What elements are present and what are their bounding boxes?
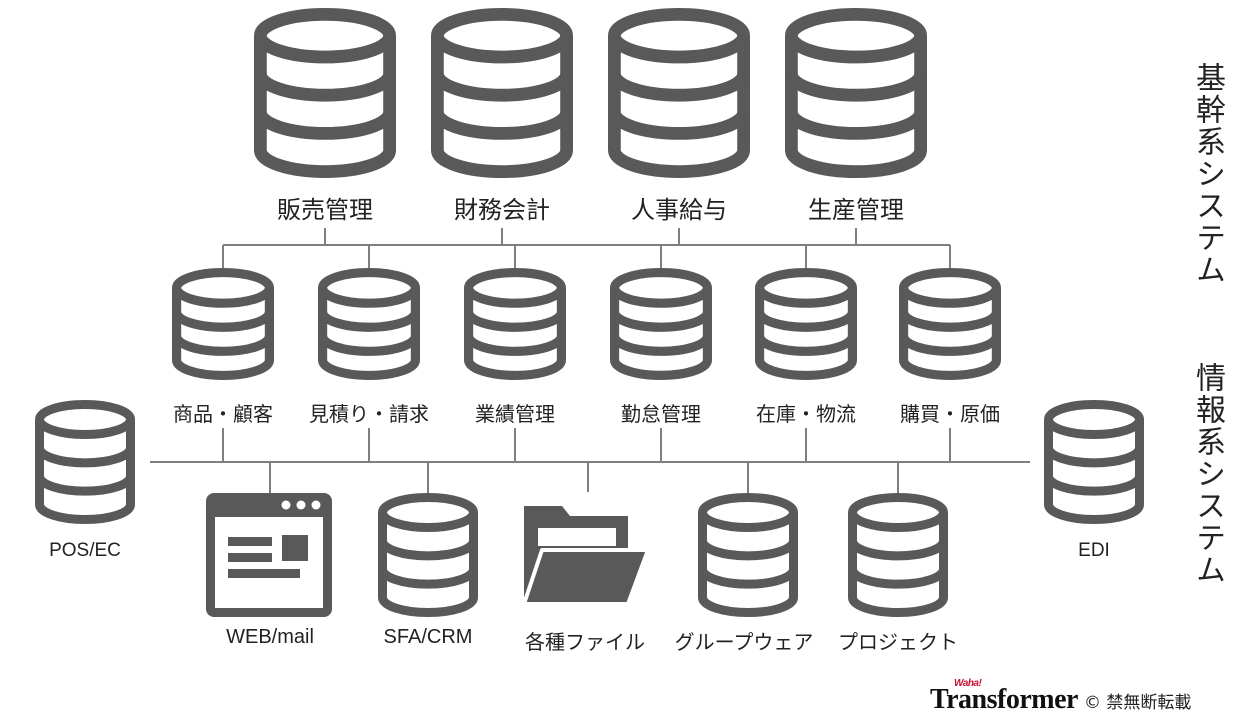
brand-logo-text: Transformer (930, 684, 1078, 715)
icon-layer (35, 7, 1144, 617)
database-icon (848, 493, 948, 617)
brand-logo: Waha! Transformer (930, 678, 1078, 716)
info-label-project: プロジェクト (838, 630, 958, 654)
connector-lines (150, 228, 1030, 495)
core-label-finance: 財務会計 (454, 196, 550, 224)
database-icon (1044, 400, 1144, 524)
database-icon (317, 268, 420, 380)
info-label-web-mail: WEB/mail (226, 626, 314, 648)
info-label-sfa-crm: SFA/CRM (383, 626, 473, 648)
core-label-production: 生産管理 (808, 196, 904, 224)
copyright-notice: © 禁無断転載 (1083, 693, 1192, 713)
core-label-hr-payroll: 人事給与 (631, 196, 727, 224)
info-label-files: 各種ファイル (525, 630, 645, 654)
database-icon (698, 493, 798, 617)
brand-logo-waha: Waha! (954, 678, 982, 689)
database-icon (785, 7, 928, 178)
mid-label-performance: 業績管理 (475, 402, 555, 426)
database-icon (755, 268, 858, 380)
mid-label-attendance: 勤怠管理 (621, 402, 701, 426)
mid-label-purchase-cost: 購買・原価 (900, 402, 1000, 426)
database-icon (378, 493, 478, 617)
side-title-info-systems: 情報系システム (1190, 362, 1225, 586)
info-label-groupware: グループウェア (674, 630, 814, 654)
external-label-pos-ec: POS/EC (49, 540, 121, 561)
side-title-core-systems: 基幹系システム (1190, 62, 1225, 286)
database-icon (899, 268, 1002, 380)
core-label-sales: 販売管理 (277, 196, 373, 224)
database-icon (610, 268, 713, 380)
database-icon (35, 400, 135, 524)
database-icon (608, 7, 751, 178)
browser-window-icon (206, 493, 332, 617)
folder-icon (522, 506, 650, 606)
database-icon (463, 268, 566, 380)
footer: Waha! Transformer © 禁無断転載 (930, 678, 1192, 716)
database-icon (171, 268, 274, 380)
mid-label-inventory-logistics: 在庫・物流 (756, 402, 856, 426)
external-label-edi: EDI (1078, 540, 1110, 561)
mid-label-quote-billing: 見積り・請求 (309, 402, 429, 426)
mid-label-product-customer: 商品・顧客 (173, 402, 273, 426)
database-icon (254, 7, 397, 178)
database-icon (431, 7, 574, 178)
